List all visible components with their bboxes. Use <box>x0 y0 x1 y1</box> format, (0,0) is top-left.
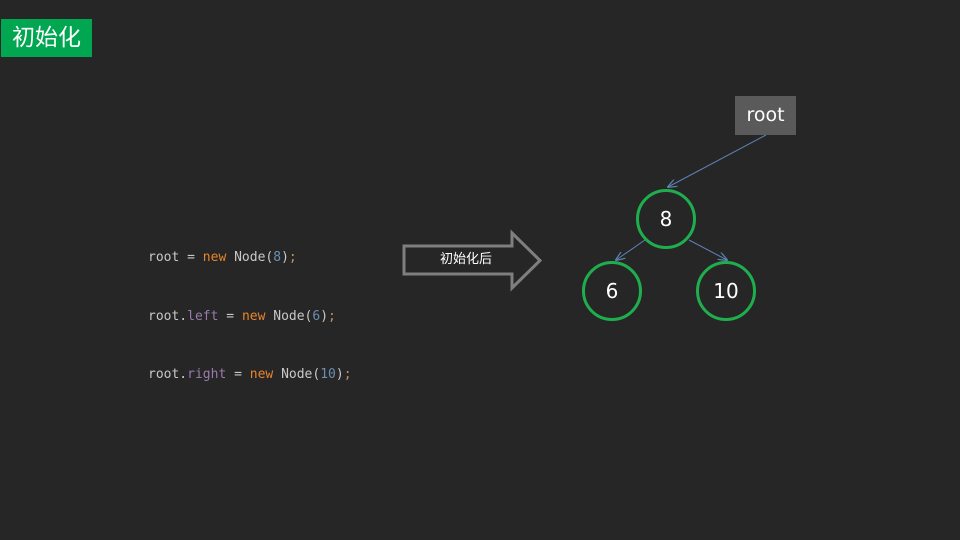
code-token: Node( <box>226 250 274 265</box>
code-token: = <box>218 308 242 324</box>
code-token: Node( <box>273 367 321 382</box>
code-line: root.left = new Node(6); <box>148 307 352 336</box>
slide-title: 初始化 <box>1 19 92 57</box>
code-token: ) <box>335 367 344 382</box>
code-token: left <box>187 308 219 324</box>
code-token: = <box>226 367 250 382</box>
code-token: Node( <box>265 308 313 324</box>
code-token: 10 <box>320 367 336 382</box>
code-token: ; <box>343 367 352 382</box>
code-token: ) <box>281 250 289 265</box>
tree-node-root: 8 <box>636 189 696 249</box>
edge-rootlabel-to-node-8 <box>668 134 767 187</box>
code-token: new <box>249 367 274 382</box>
code-token: right <box>187 367 227 382</box>
code-token: new <box>202 250 227 265</box>
code-token: 8 <box>273 250 282 265</box>
code-block: root = new Node(8); root.left = new Node… <box>148 218 352 424</box>
code-token: new <box>241 308 266 324</box>
code-token: root <box>148 250 180 265</box>
edge-node-8-to-node-10 <box>688 239 727 260</box>
code-token: = <box>179 250 203 265</box>
tree-node-left: 6 <box>582 261 642 321</box>
code-token: root. <box>148 367 188 382</box>
code-token: ; <box>288 250 297 265</box>
code-token: ) <box>320 308 329 324</box>
edge-node-8-to-node-6 <box>616 239 646 260</box>
root-pointer-label: root <box>735 96 796 135</box>
code-token: ; <box>328 308 336 324</box>
code-token: root. <box>148 308 188 324</box>
code-line: root.right = new Node(10); <box>148 365 352 394</box>
tree-node-right: 10 <box>696 261 756 321</box>
code-token: 6 <box>312 308 321 324</box>
arrow-label: 初始化后 <box>439 252 492 267</box>
block-arrow-icon <box>402 229 543 292</box>
code-line: root = new Node(8); <box>148 248 352 277</box>
